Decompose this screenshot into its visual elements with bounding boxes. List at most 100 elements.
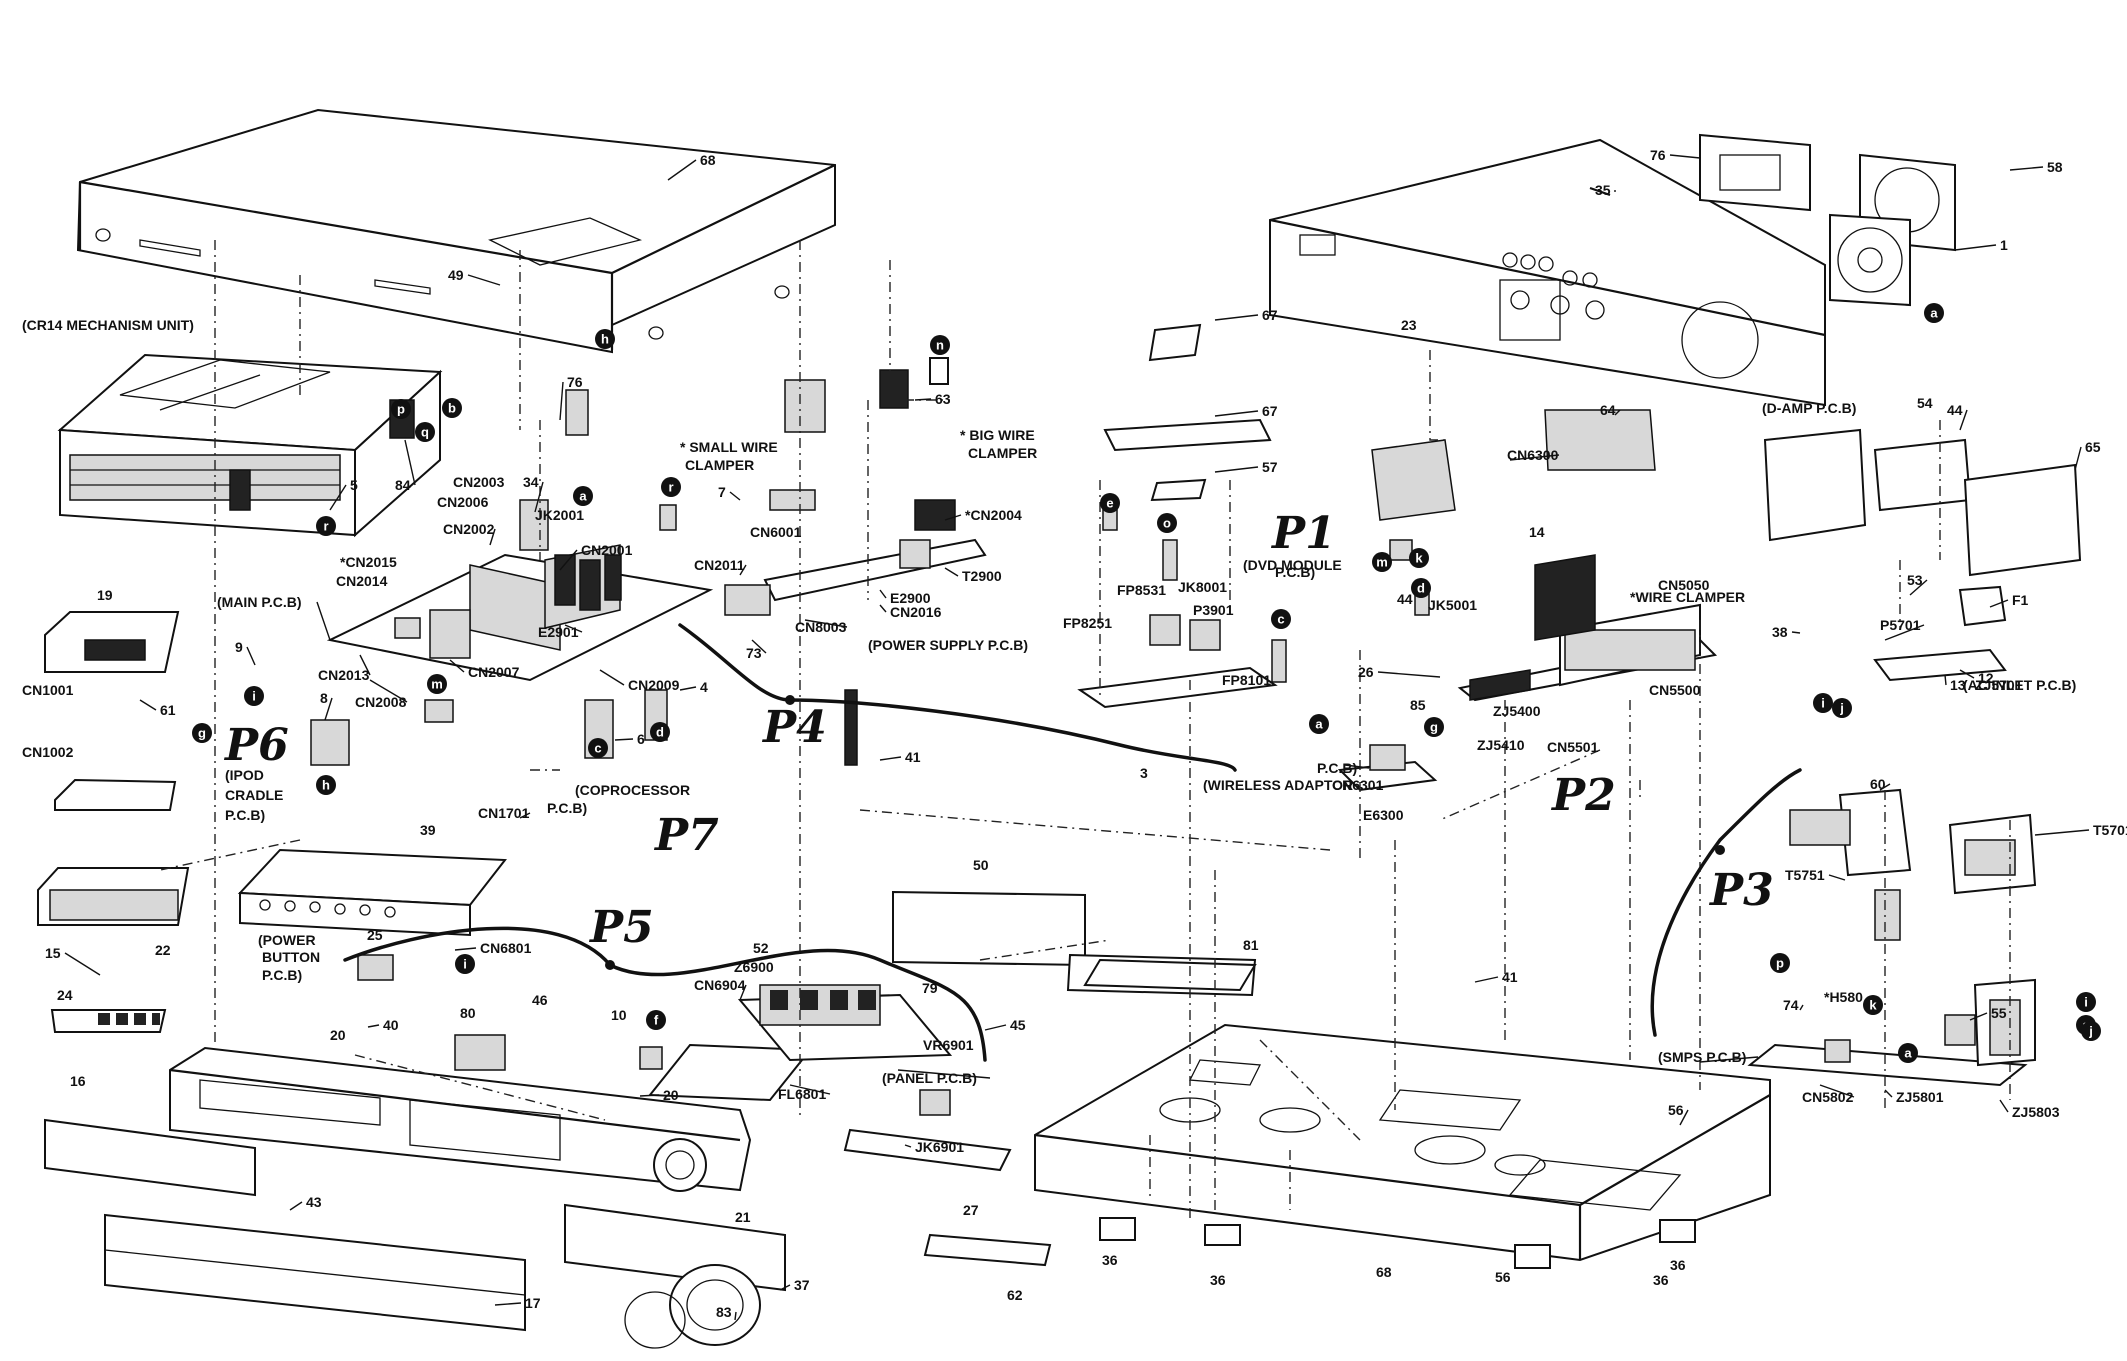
part-label: 25: [367, 927, 383, 943]
part-label: 45: [1010, 1017, 1026, 1033]
circle-marker: i: [2076, 992, 2096, 1012]
leader-line: [1879, 783, 1891, 791]
part-label: 35: [1595, 182, 1611, 198]
leader-line: [1989, 599, 2009, 608]
part-label: CN6300: [1507, 447, 1559, 463]
part-label: 74: [1783, 997, 1799, 1013]
part-label: (WIRELESS ADAPTOR: [1203, 777, 1353, 793]
leader-line: [804, 619, 848, 628]
circle-marker: m: [1372, 552, 1392, 572]
part-label: 36: [1102, 1252, 1118, 1268]
leader-line: [1214, 410, 1259, 417]
top-cover: [76, 108, 836, 354]
circle-marker: a: [1898, 1043, 1918, 1063]
leader-line: [904, 1144, 912, 1148]
power-supply-pcb: [659, 357, 987, 766]
svg-text:i: i: [1821, 696, 1825, 711]
circle-marker: i: [455, 954, 475, 974]
part-label: 16: [70, 1073, 86, 1089]
leader-line: [914, 398, 932, 401]
leader-line: [944, 567, 959, 577]
svg-text:k: k: [1415, 551, 1423, 566]
leader-line: [984, 1024, 1007, 1031]
part-label: 21: [735, 1209, 751, 1225]
leader-line: [449, 659, 465, 673]
svg-text:m: m: [431, 677, 443, 692]
leader-line: [289, 1201, 303, 1211]
part-label: CN2002: [443, 521, 495, 537]
part-label: (COPROCESSOR: [575, 782, 690, 798]
wireless-adaptor-pcb: [1337, 744, 1438, 792]
leader-line: [1214, 314, 1259, 321]
leader-line: [599, 669, 625, 686]
part-label: 17: [525, 1295, 541, 1311]
part-label: 61: [160, 702, 176, 718]
leader-line: [1214, 466, 1259, 473]
leader-line: [1909, 579, 1928, 596]
main-pcb: [310, 389, 714, 766]
part-label: (IPOD: [225, 767, 264, 783]
part-label: P5701: [1880, 617, 1921, 633]
part-label: CN5050: [1658, 577, 1710, 593]
leader-line: [1884, 624, 1925, 641]
part-label: P.C.B): [547, 800, 587, 816]
part-label: 7: [718, 484, 726, 500]
part-label: CRADLE: [225, 787, 283, 803]
svg-text:i: i: [2084, 995, 2088, 1010]
svg-text:j: j: [2088, 1024, 2093, 1039]
circle-marker: b: [442, 398, 462, 418]
part-label: 39: [420, 822, 436, 838]
part-label: FP8251: [1063, 615, 1112, 631]
leader-line: [2034, 829, 2090, 836]
part-label: BUTTON: [262, 949, 320, 965]
part-label: ZJ5410: [1477, 737, 1525, 753]
svg-text:r: r: [668, 480, 673, 495]
part-label: 41: [905, 749, 921, 765]
part-label: 50: [973, 857, 989, 873]
circle-marker: a: [1924, 303, 1944, 323]
part-label: 34: [523, 474, 539, 490]
part-label: 9: [235, 639, 243, 655]
part-label: FP8101: [1222, 672, 1271, 688]
leader-line: [564, 624, 583, 633]
circle-marker: q: [415, 422, 435, 442]
circle-marker: m: [427, 674, 447, 694]
part-label: CN2006: [437, 494, 489, 510]
leader-line: [559, 549, 578, 571]
circle-marker: c: [1271, 609, 1291, 629]
part-label: CN5802: [1802, 1089, 1854, 1105]
handwritten-label: P5: [588, 902, 654, 953]
leader-line: [2009, 166, 2044, 171]
leader-line: [1828, 874, 1846, 881]
circle-marker: d: [650, 722, 670, 742]
part-label: 5: [350, 477, 358, 493]
leader-line: [559, 381, 564, 421]
part-label: 49: [448, 267, 464, 283]
leader-line: [139, 699, 157, 711]
circle-marker: g: [1424, 717, 1444, 737]
svg-text:h: h: [322, 778, 330, 793]
leader-line: [739, 984, 747, 1001]
part-label: 81: [1243, 937, 1259, 953]
dvd-module-pcb: [1077, 323, 1287, 709]
part-label: CN8003: [795, 619, 847, 635]
leader-line: [64, 952, 101, 976]
leader-line: [667, 159, 697, 181]
handwritten-label: P6: [223, 720, 289, 771]
part-label: JK2001: [535, 507, 584, 523]
leader-line: [1344, 764, 1370, 769]
power-button-bracket: [237, 848, 507, 937]
leader-line: [534, 481, 544, 513]
part-label: Z6900: [734, 959, 774, 975]
part-label: CN2008: [355, 694, 407, 710]
part-label: P.C.B): [262, 967, 302, 983]
circle-marker: i: [244, 686, 264, 706]
part-label: 67: [1262, 307, 1278, 323]
svg-text:j: j: [1839, 701, 1844, 716]
svg-text:d: d: [1417, 581, 1425, 596]
part-label: 56: [1668, 1102, 1684, 1118]
circle-marker: p: [1770, 953, 1790, 973]
part-label: 14: [1529, 524, 1545, 540]
svg-text:p: p: [1776, 956, 1784, 971]
